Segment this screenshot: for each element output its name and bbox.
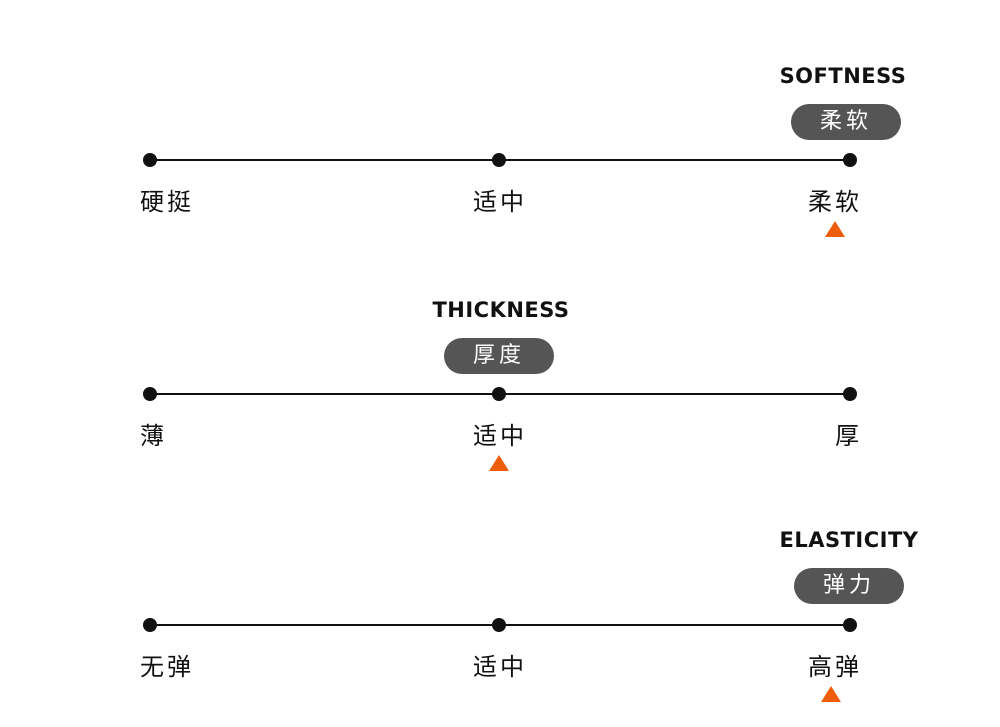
softness-dot-mid xyxy=(492,153,506,167)
thickness-marker-triangle-icon xyxy=(489,455,509,471)
softness-pill: 柔软 xyxy=(791,104,901,140)
elasticity-pill: 弹力 xyxy=(794,568,904,604)
softness-label-mid: 适中 xyxy=(473,188,527,216)
softness-dot-left xyxy=(143,153,157,167)
softness-title: SOFTNESS xyxy=(779,64,907,88)
elasticity-scale: ELASTICITY 弹力 无弹 适中 高弹 xyxy=(140,528,919,702)
elasticity-label-left: 无弹 xyxy=(140,653,194,681)
softness-label-right: 柔软 xyxy=(808,188,862,216)
thickness-label-mid: 适中 xyxy=(473,422,527,450)
thickness-dot-left xyxy=(143,387,157,401)
softness-dot-right xyxy=(843,153,857,167)
thickness-dot-mid xyxy=(492,387,506,401)
thickness-scale: THICKNESS 厚度 薄 适中 厚 xyxy=(140,298,862,471)
elasticity-marker-triangle-icon xyxy=(821,686,841,702)
softness-label-left: 硬挺 xyxy=(140,188,194,216)
elasticity-label-mid: 适中 xyxy=(473,653,527,681)
thickness-label-right: 厚 xyxy=(835,422,862,450)
softness-marker-triangle-icon xyxy=(825,221,845,237)
thickness-pill: 厚度 xyxy=(444,338,554,374)
thickness-dot-right xyxy=(843,387,857,401)
elasticity-dot-left xyxy=(143,618,157,632)
thickness-title: THICKNESS xyxy=(432,298,570,322)
thickness-label-left: 薄 xyxy=(140,422,167,450)
softness-scale: SOFTNESS 柔软 硬挺 适中 柔软 xyxy=(0,0,1000,240)
elasticity-title: ELASTICITY xyxy=(779,528,919,552)
elasticity-dot-right xyxy=(843,618,857,632)
elasticity-dot-mid xyxy=(492,618,506,632)
elasticity-label-right: 高弹 xyxy=(808,653,862,681)
